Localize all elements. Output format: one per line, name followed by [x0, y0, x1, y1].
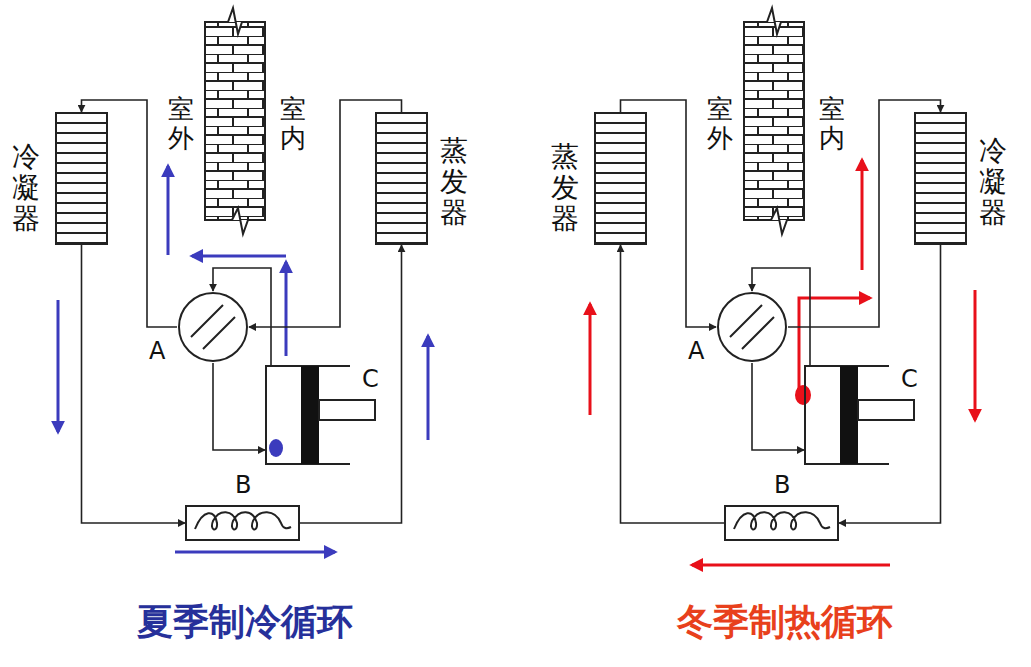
flow-arrow [427, 336, 430, 440]
part-letter: C [901, 365, 986, 393]
expansion-valve: B [185, 505, 300, 541]
side-label: 室外 [168, 95, 194, 152]
part-letter: C [362, 365, 447, 393]
flow-arrow [192, 255, 286, 258]
component-name: 冷凝器 [979, 136, 1007, 228]
valve-body [179, 293, 247, 361]
valve-body [718, 293, 786, 361]
flow-arrow [57, 300, 60, 432]
compressor-outline [804, 365, 889, 465]
flow-arrow [861, 160, 864, 270]
valve-slide [191, 305, 235, 349]
label-holder: 室外 [707, 95, 733, 152]
cycle-caption: 夏季制冷循环 [35, 598, 455, 647]
expansion-valve-outline [185, 505, 300, 541]
flow-arrow [167, 166, 170, 255]
wall-break [744, 8, 804, 34]
brick-wall [744, 22, 804, 220]
refrigerant-pipe [621, 245, 725, 523]
compressor: C [804, 365, 889, 465]
wall-break [744, 208, 804, 234]
compressor-outline [265, 365, 350, 465]
flow-arrows-cooling [58, 166, 428, 552]
label-holder: 冬季制热循环 [575, 598, 995, 647]
part-letter: A [149, 337, 221, 365]
capillary-coil [734, 512, 830, 529]
refrigerant-pipe [300, 245, 402, 523]
refrigerant-pipe [82, 245, 186, 523]
four-way-valve-outline [177, 291, 249, 363]
flow-arrow [692, 564, 890, 567]
piston-rod [858, 400, 914, 420]
label-holder: 室外 [168, 95, 194, 152]
piston-rod [319, 400, 375, 420]
heat-exchanger-coil: 蒸发器 [375, 112, 428, 245]
four-way-valve-outline [716, 291, 788, 363]
flow-dot [269, 439, 283, 457]
label-holder: 室内 [819, 95, 845, 152]
component-name: 蒸发器 [440, 136, 468, 228]
label-holder: 夏季制冷循环 [35, 598, 455, 647]
flow-arrow [285, 262, 288, 356]
valve-housing [725, 506, 838, 540]
refrigerant-pipe [752, 363, 804, 450]
part-letter: B [235, 471, 350, 499]
refrigerant-pipe [839, 245, 941, 523]
component-name: 冷凝器 [12, 142, 40, 234]
side-label: 室外 [707, 95, 733, 152]
part-letter: B [774, 471, 889, 499]
flow-arrow [175, 551, 335, 554]
component-name: 蒸发器 [551, 142, 579, 234]
capillary-coil [195, 512, 291, 529]
heat-exchanger-coil: 冷凝器 [914, 112, 967, 245]
valve-housing [186, 506, 299, 540]
wall-break [205, 8, 265, 34]
wall-break [205, 208, 265, 234]
refrigerant-pipe [213, 363, 265, 450]
label-holder: 室内 [280, 95, 306, 152]
four-way-valve: A [177, 291, 249, 363]
compressor: C [265, 365, 350, 465]
heat-exchanger-coil: 冷凝器 [55, 112, 108, 245]
side-label: 室内 [819, 95, 845, 152]
four-way-valve: A [716, 291, 788, 363]
heat-exchanger-coil: 蒸发器 [594, 112, 647, 245]
brick-wall [205, 22, 265, 220]
side-label: 室内 [280, 95, 306, 152]
piston [840, 366, 858, 464]
cycle-caption: 冬季制热循环 [575, 598, 995, 647]
piston [301, 366, 319, 464]
flow-arrow [589, 304, 592, 415]
flow-arrow [974, 290, 977, 420]
part-letter: A [688, 337, 760, 365]
valve-slide [730, 305, 774, 349]
expansion-valve: B [724, 505, 839, 541]
flow-dot [795, 385, 811, 405]
expansion-valve-outline [724, 505, 839, 541]
